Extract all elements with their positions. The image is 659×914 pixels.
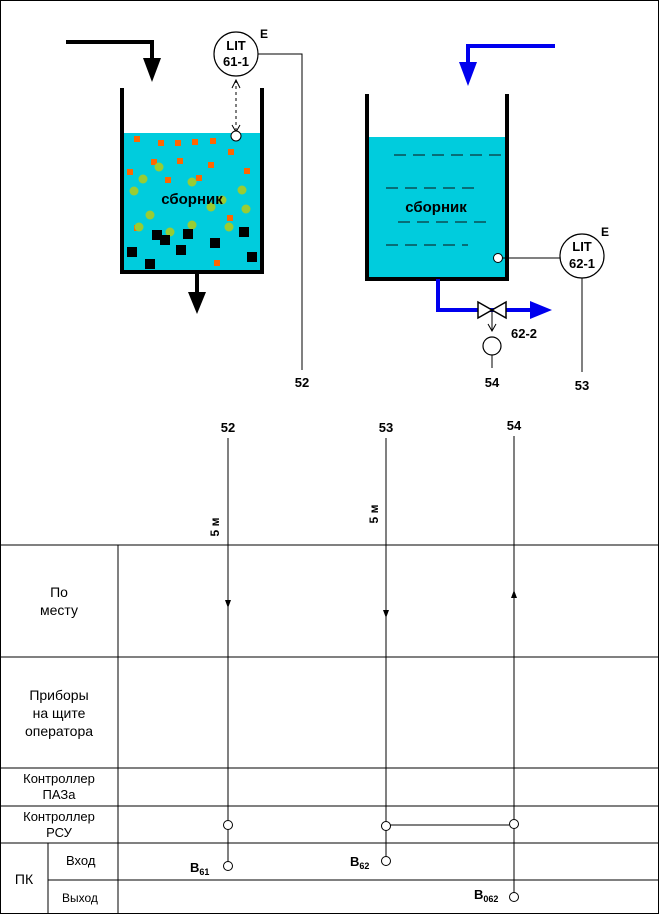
- tank-2-outlet-arrow: [530, 301, 552, 319]
- instrument-1-suffix: E: [260, 27, 268, 41]
- tank-1-particles: [127, 136, 257, 269]
- length-label-52: 5 м: [208, 517, 222, 536]
- instrument-2-suffix: E: [601, 225, 609, 239]
- tank-2: сборник: [365, 94, 509, 281]
- line-number-52: 52: [221, 420, 235, 435]
- particle-black: [127, 247, 137, 257]
- particle-orange: [228, 149, 234, 155]
- row-label-input: Вход: [66, 853, 96, 868]
- particle-orange: [165, 177, 171, 183]
- tank-1-label: сборник: [161, 191, 223, 208]
- particle-black: [239, 227, 249, 237]
- row-label-paz: Контроллер ПАЗа: [23, 771, 95, 802]
- particle-black: [210, 238, 220, 248]
- particle-green: [206, 202, 216, 212]
- valve-stem-arrow: [487, 323, 497, 333]
- tank-2-label: сборник: [405, 199, 467, 216]
- row-label-panel: Приборы на щите оператора: [24, 687, 94, 739]
- signal-53-arrow: [383, 610, 389, 618]
- particle-green: [145, 210, 155, 220]
- particle-green: [187, 220, 197, 230]
- signal-52-arrow: [225, 600, 231, 608]
- line-number-54-field: 54: [485, 375, 500, 390]
- tank-1-liquid: [122, 133, 262, 272]
- instrument-2-line1: LIT: [572, 239, 592, 254]
- valve-actuator: [482, 336, 502, 356]
- particle-green: [138, 174, 148, 184]
- level-table-grid: [0, 544, 659, 914]
- level-sensor-1-tap: [230, 130, 242, 142]
- tank-2-inlet-arrow: [459, 62, 477, 86]
- tank-1-outlet-arrow: [188, 292, 206, 314]
- particle-green: [241, 204, 251, 214]
- particle-green: [165, 227, 175, 237]
- channel-b62: B62: [350, 854, 369, 871]
- line-number-53-field: 53: [575, 378, 589, 393]
- particle-black: [183, 229, 193, 239]
- node-53-rsu: [381, 821, 391, 831]
- particle-green: [217, 195, 227, 205]
- tank-1-inlet-pipe: [66, 40, 154, 62]
- particle-green: [154, 162, 164, 172]
- signal-line-52-field: [258, 53, 303, 370]
- particle-green: [129, 186, 139, 196]
- node-b62: [381, 856, 391, 866]
- tank-1: сборник: [120, 88, 264, 274]
- particle-orange: [134, 136, 140, 142]
- tank-1-wall: [120, 88, 264, 274]
- particle-orange: [175, 140, 181, 146]
- length-label-53: 5 м: [367, 504, 381, 523]
- instrument-1-line1: LIT: [226, 38, 246, 53]
- particle-orange: [158, 140, 164, 146]
- particle-black: [145, 259, 155, 269]
- row-label-pk: ПК: [14, 870, 34, 887]
- instrument-2-line2: 62-1: [569, 256, 595, 271]
- signal-54-arrow: [511, 590, 517, 598]
- particle-black: [247, 252, 257, 262]
- particle-green: [134, 222, 144, 232]
- particle-orange: [210, 138, 216, 144]
- node-b61: [223, 861, 233, 871]
- line-number-52-top: 52: [295, 375, 309, 390]
- valve-tag: 62-2: [511, 326, 537, 341]
- particle-black: [160, 235, 170, 245]
- particle-green: [224, 222, 234, 232]
- line-number-53: 53: [379, 420, 393, 435]
- tank-2-level-dashes: [386, 154, 504, 246]
- node-54-rsu: [509, 819, 519, 829]
- node-b062: [509, 892, 519, 902]
- row-label-output: Выход: [62, 891, 98, 905]
- particle-orange: [227, 215, 233, 221]
- instrument-1-line2: 61-1: [223, 54, 249, 69]
- particle-green: [237, 185, 247, 195]
- particle-black: [176, 245, 186, 255]
- node-52-rsu: [223, 820, 233, 830]
- particle-orange: [244, 168, 250, 174]
- tank-2-liquid: [367, 137, 507, 279]
- level-sensor-2-tap: [493, 253, 503, 263]
- row-label-local: По месту: [40, 584, 78, 618]
- particle-green: [187, 177, 197, 187]
- level-sensor-1-arrow-up: [231, 78, 241, 89]
- tank-1-inlet-arrow: [143, 58, 161, 82]
- channel-b61: B61: [190, 860, 209, 877]
- particle-orange: [192, 139, 198, 145]
- line-number-54: 54: [507, 418, 522, 433]
- particle-orange: [151, 159, 157, 165]
- tank-2-inlet-pipe: [466, 44, 555, 66]
- particle-black: [152, 230, 162, 240]
- particle-orange: [127, 169, 133, 175]
- row-label-rsu: Контроллер РСУ: [23, 808, 95, 840]
- particle-orange: [177, 158, 183, 164]
- particle-orange: [214, 260, 220, 266]
- channel-b062: B062: [474, 887, 498, 904]
- particle-orange: [196, 175, 202, 181]
- particle-orange: [208, 162, 214, 168]
